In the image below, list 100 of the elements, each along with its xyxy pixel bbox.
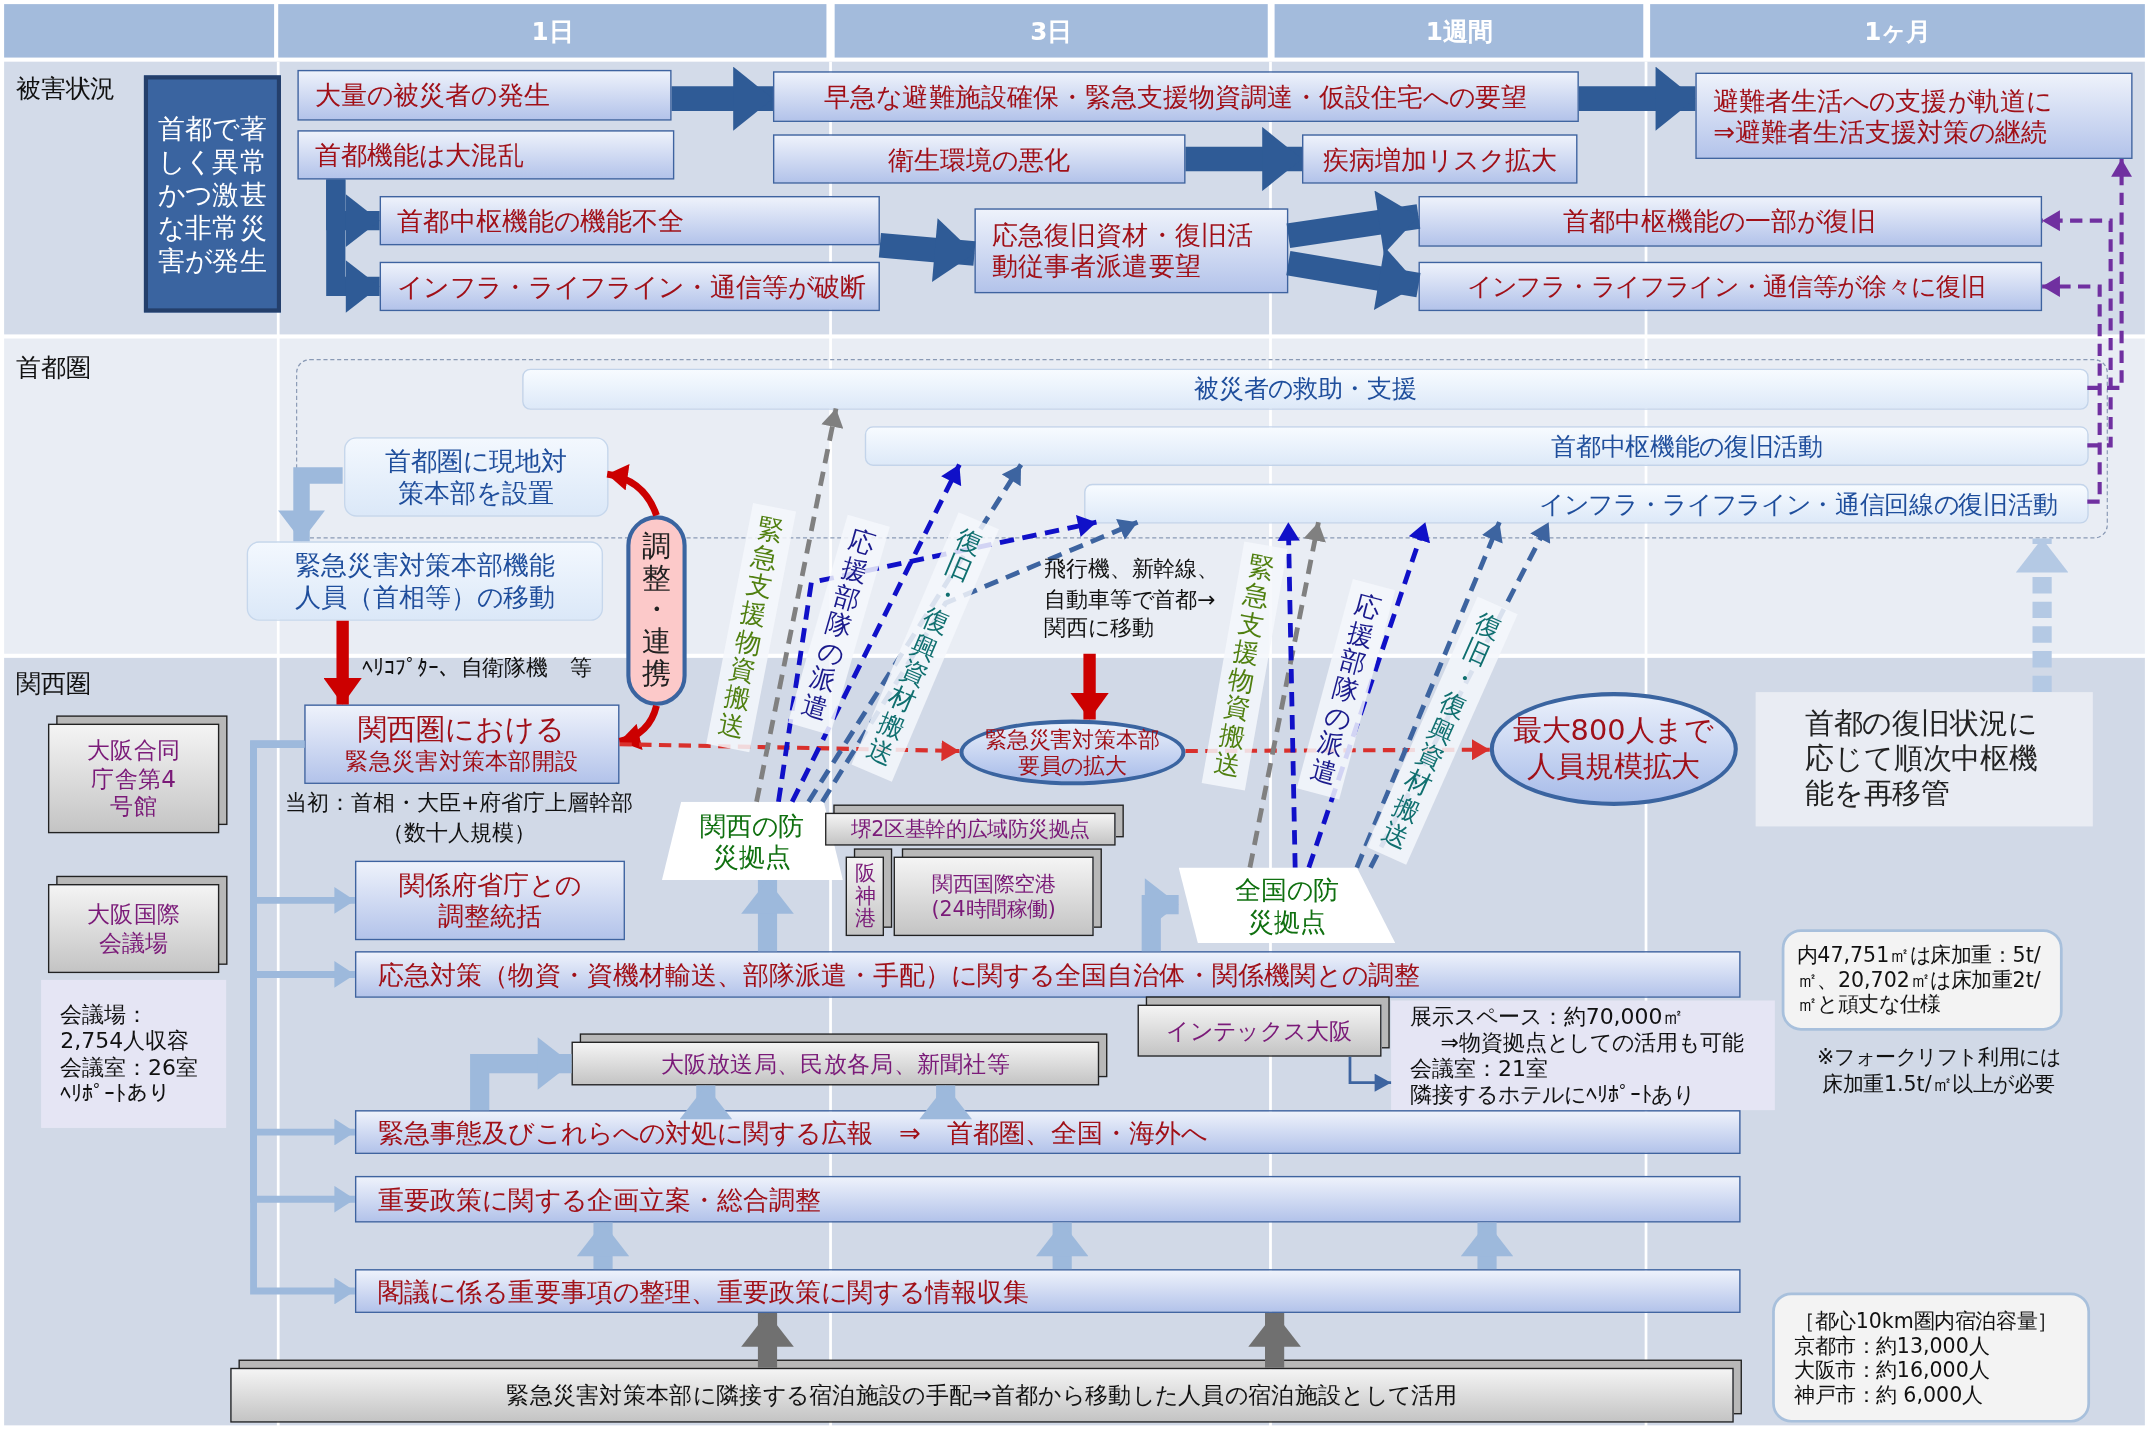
node-label: 堺2区基幹的広域防災拠点 — [850, 816, 1090, 842]
dashed-arrow — [2087, 159, 2133, 390]
node-label: インフラ・ライフライン・通信等が破断 — [397, 270, 867, 303]
block-arrow — [919, 1085, 972, 1120]
node-label: 関係府省庁との調整統括 — [397, 869, 583, 932]
arrow — [606, 464, 660, 517]
node-label: 大阪合同庁舎第4号館 — [86, 736, 182, 821]
note-text: ※フォークリフト利用には床加重1.5t/㎡以上が必要 — [1815, 1044, 2062, 1098]
dashed-arrow — [776, 515, 1097, 803]
arrow — [1348, 1056, 1392, 1092]
status-box — [379, 196, 880, 246]
action-box — [246, 541, 604, 621]
headquarters-box — [304, 704, 620, 784]
dashed-arrow — [1354, 521, 1503, 869]
task-box — [354, 951, 1741, 998]
alert-box — [143, 75, 281, 313]
status-box — [1418, 196, 2043, 247]
status-box — [974, 208, 1289, 294]
base-banner — [661, 801, 843, 880]
node-label: 緊急事態及びこれらへの対処に関する広報 ⇒ 首都圏、全国・海外へ — [378, 1116, 1208, 1148]
node-label: 首都圏に現地対策本部を設置 — [384, 445, 569, 509]
dashed-arrow — [1247, 521, 1326, 868]
block-arrow — [278, 467, 343, 542]
dashed-arrow — [2042, 210, 2113, 448]
task-box — [354, 1110, 1741, 1154]
column-header: 1ヶ月 — [1650, 4, 2145, 58]
column-header: 1日 — [278, 4, 827, 58]
node-label: 避難者生活への支援が軌道に⇒避難者生活支援対策の継続 — [1713, 84, 2053, 148]
node-label: 応急復旧資材・復旧活動従事者派遣要望 — [992, 219, 1254, 283]
node-label: 関西の防災拠点 — [699, 809, 806, 873]
action-box — [344, 437, 609, 517]
node-label: 展示スペース：約70,000㎡ — [1410, 1002, 1685, 1029]
node-label: インテックス大阪 — [1166, 1016, 1353, 1045]
block-arrow — [679, 1085, 733, 1120]
node-label: 緊急災害対策本部に隣接する宿泊施設の手配⇒首都から移動した人員の宿泊施設として活用 — [506, 1381, 1458, 1410]
dashed-arrow — [806, 463, 1024, 804]
node-label: 被災者の救助・支援 — [1194, 374, 1417, 405]
node-label: 関西圏における — [358, 712, 566, 748]
node-label: 会議室：21室 — [1410, 1055, 1548, 1082]
block-arrow — [576, 1222, 630, 1270]
node-label: 2,754人収容 — [60, 1027, 189, 1054]
node-label: 隣接するホテルにﾍﾘﾎﾟｰﾄあり — [1410, 1081, 1696, 1108]
dashed-arrow — [1368, 521, 1551, 869]
block-arrow — [741, 1312, 794, 1368]
callout-bubble — [1772, 1292, 2091, 1423]
status-box — [379, 261, 880, 312]
block-arrow — [1185, 126, 1302, 192]
status-box — [1695, 72, 2133, 159]
task-box — [354, 1269, 1741, 1313]
node-label: 首都の復旧状況に応じて順次中枢機能を再移管 — [1804, 707, 2039, 812]
block-arrow — [1286, 190, 1421, 255]
row-label: 首都圏 — [16, 351, 91, 383]
dashed-arrow — [754, 407, 844, 803]
column-header: 1週間 — [1274, 4, 1644, 58]
dashed-arrow — [619, 740, 960, 762]
node-label: ［都心10km圏内宿泊容量］ — [1794, 1308, 2058, 1333]
node-label: 衛生環境の悪化 — [888, 143, 1071, 175]
node-label: 大量の被災者の発生 — [315, 79, 550, 111]
activity-bar — [864, 426, 2089, 466]
node-label: インフラ・ライフライン・通信回線の復旧活動 — [1539, 488, 2058, 519]
node-label: 内47,751㎡は床加重：5t/㎡、20,702㎡は床加重2t/㎡と頑丈な仕様 — [1796, 942, 2042, 1017]
node-label: 閣議に係る重要事項の整理、重要政策に関する情報収集 — [378, 1275, 1030, 1307]
node-label: 首都中枢機能の一部が復旧 — [1563, 205, 1876, 237]
status-box — [1418, 261, 2043, 312]
node-label: 首都中枢機能の機能不全 — [397, 205, 684, 237]
node-label: 疾病増加リスク拡大 — [1322, 143, 1557, 175]
block-arrow — [1141, 878, 1179, 952]
activity-bar — [522, 368, 2089, 410]
status-box — [773, 134, 1186, 184]
status-box — [297, 130, 675, 180]
block-arrow — [470, 1037, 572, 1111]
dashed-arrow — [1277, 522, 1300, 868]
node-label: 緊急災害対策本部開設 — [345, 747, 579, 776]
status-box — [1302, 134, 1578, 184]
dashed-arrow — [2015, 538, 2069, 693]
note-box — [1755, 692, 2093, 827]
status-box — [773, 71, 1579, 122]
block-arrow — [878, 218, 976, 283]
block-arrow — [1070, 653, 1109, 720]
dashed-arrow — [1306, 521, 1431, 869]
row-label: 被害状況 — [16, 73, 116, 105]
dashed-arrow — [790, 463, 962, 803]
node-label: 大阪放送局、民放各局、新聞社等 — [660, 1049, 1011, 1078]
dashed-arrow — [1185, 739, 1490, 761]
note-text: 当初：首相・大臣+府省庁上層幹部（数十人規模） — [284, 788, 634, 848]
block-arrow — [326, 179, 380, 313]
node-label: 早急な避難施設確保・緊急支援物資調達・仮設住宅への要望 — [824, 81, 1528, 113]
edge-label: ﾍﾘｺﾌﾟﾀｰ、自衛隊機 等 — [361, 653, 593, 683]
node-label: 全国の防災拠点 — [1233, 874, 1340, 937]
node-label: 調整・連携 — [641, 531, 672, 690]
node-label: 京都市：約13,000人 — [1794, 1332, 1990, 1358]
node-label: 大阪市：約16,000人 — [1794, 1357, 1990, 1383]
node-label: 阪神港 — [853, 862, 877, 931]
column-header: 3日 — [834, 4, 1268, 58]
node-label: 緊急災害対策本部機能人員（首相等）の移動 — [293, 549, 557, 613]
block-arrow — [323, 620, 362, 705]
block-arrow — [741, 879, 794, 952]
block-arrow — [1460, 1222, 1514, 1270]
block-arrow — [1248, 1312, 1301, 1368]
node-label: 首都機能は大混乱 — [315, 139, 524, 171]
